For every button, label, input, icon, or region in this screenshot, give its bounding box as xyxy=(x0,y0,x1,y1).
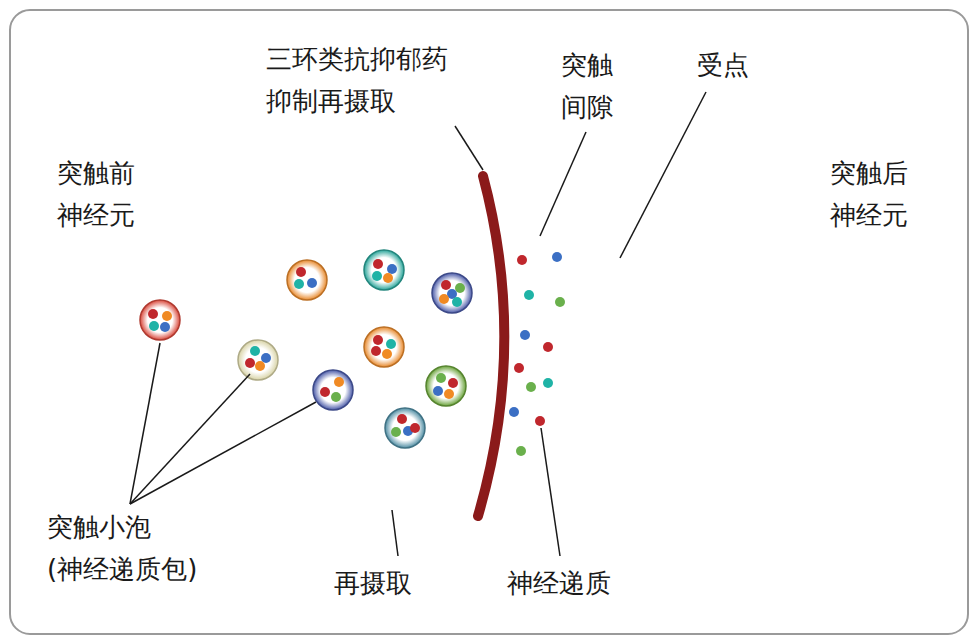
text-label: 神经递质 xyxy=(507,562,611,604)
synaptic-vesicle xyxy=(432,273,472,313)
vesicle-membrane xyxy=(364,250,404,290)
transmitter-dot xyxy=(444,389,454,399)
vesicle-membrane xyxy=(313,370,353,410)
vesicle-membrane xyxy=(426,366,466,406)
transmitter-dot xyxy=(448,378,458,388)
transmitter-dot xyxy=(371,346,381,356)
transmitter-dot xyxy=(436,373,446,383)
neurotransmitter-dot xyxy=(535,416,545,426)
vesicle-membrane xyxy=(238,340,278,380)
vesicle-membrane xyxy=(364,327,404,367)
neurotransmitter-dot xyxy=(520,330,530,340)
transmitter-dot xyxy=(261,353,271,363)
text-label: 突触 间隙 xyxy=(561,44,613,128)
transmitter-dot xyxy=(397,414,407,424)
leader-line xyxy=(392,510,398,556)
text-label: 突触小泡 (神经递质包) xyxy=(47,506,197,590)
transmitter-dot xyxy=(245,358,255,368)
transmitter-dot xyxy=(331,392,341,402)
synaptic-vesicle xyxy=(364,327,404,367)
neurotransmitter-dot xyxy=(524,290,534,300)
synaptic-vesicle xyxy=(426,366,466,406)
vesicle-membrane xyxy=(385,408,425,448)
leader-line xyxy=(130,402,316,504)
neurotransmitter-dot xyxy=(514,363,524,373)
transmitter-dot xyxy=(387,264,397,274)
vesicle-membrane xyxy=(432,273,472,313)
text-label: 再摄取 xyxy=(334,562,412,604)
transmitter-dot xyxy=(410,423,420,433)
transmitter-dot xyxy=(433,386,443,396)
transmitter-dot xyxy=(294,279,304,289)
synaptic-vesicle xyxy=(287,260,327,300)
transmitter-dot xyxy=(307,278,317,288)
transmitter-dot xyxy=(320,387,330,397)
neurotransmitter-dot xyxy=(552,252,562,262)
frame-border xyxy=(10,10,968,634)
neurotransmitter-dot xyxy=(543,342,553,352)
transmitter-dot xyxy=(391,427,401,437)
transmitter-dot xyxy=(149,321,159,331)
neurotransmitter-dot xyxy=(526,382,536,392)
leader-line xyxy=(620,92,706,258)
transmitter-dot xyxy=(296,267,306,277)
transmitter-dot xyxy=(250,346,260,356)
text-label: 受点 xyxy=(697,44,749,86)
synaptic-vesicle xyxy=(313,370,353,410)
neurotransmitter-dot xyxy=(543,378,553,388)
synaptic-vesicle xyxy=(364,250,404,290)
presynaptic-membrane xyxy=(478,176,504,516)
leader-line xyxy=(130,343,160,504)
text-label: 突触前 神经元 xyxy=(57,152,135,236)
transmitter-dot xyxy=(382,349,392,359)
leader-line xyxy=(130,374,250,504)
neurotransmitter-dot xyxy=(555,297,565,307)
transmitter-dot xyxy=(383,273,393,283)
transmitter-dot xyxy=(439,294,449,304)
transmitter-dot xyxy=(334,377,344,387)
neurotransmitter-dot xyxy=(509,407,519,417)
leader-line xyxy=(541,428,560,556)
transmitter-dot xyxy=(373,259,383,269)
transmitter-dot xyxy=(441,280,451,290)
transmitter-dot xyxy=(386,339,396,349)
transmitter-dot xyxy=(162,311,172,321)
transmitter-dot xyxy=(373,335,383,345)
transmitter-dot xyxy=(452,297,462,307)
transmitter-dot xyxy=(455,283,465,293)
transmitter-dot xyxy=(160,322,170,332)
transmitter-dot xyxy=(148,309,158,319)
neurotransmitter-dot xyxy=(516,446,526,456)
text-label: 突触后 神经元 xyxy=(830,152,908,236)
vesicle-membrane xyxy=(140,300,180,340)
leader-line xyxy=(540,132,586,236)
transmitter-dot xyxy=(372,271,382,281)
vesicle-membrane xyxy=(287,260,327,300)
synaptic-vesicle xyxy=(140,300,180,340)
synaptic-vesicle xyxy=(385,408,425,448)
transmitter-dot xyxy=(255,361,265,371)
neurotransmitter-dot xyxy=(517,255,527,265)
leader-line xyxy=(455,126,483,170)
synaptic-vesicle xyxy=(238,340,278,380)
text-label: 三环类抗抑郁药 抑制再摄取 xyxy=(266,38,448,122)
